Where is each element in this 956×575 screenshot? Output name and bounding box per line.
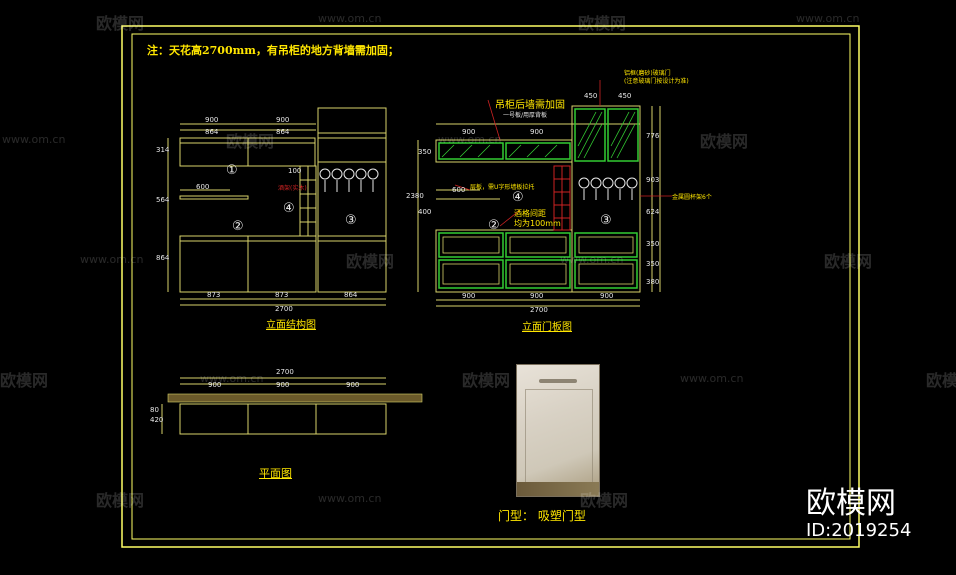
watermark-url: www.om.cn <box>2 133 66 146</box>
left-marker-1: ① <box>226 163 238 178</box>
plan-depth-1: 420 <box>150 416 164 424</box>
right-bottom-dim-1: 900 <box>462 292 476 300</box>
plan-title: 平面图 <box>259 467 292 480</box>
right-top-dim-4: 450 <box>618 92 632 100</box>
right-left-dim-1: 350 <box>418 148 432 156</box>
right-top-dim-2: 900 <box>530 128 544 136</box>
right-wine-rack <box>578 177 638 200</box>
right-total-dim: 2700 <box>530 306 548 314</box>
watermark-brand: 欧模网 <box>578 14 627 33</box>
right-note-wine2: 均为100mm <box>514 219 561 228</box>
plan-dim-3: 900 <box>346 381 360 389</box>
right-note-wine: 酒格间距 <box>514 209 546 218</box>
left-side-dim-1: 314 <box>156 146 170 154</box>
leader-lines <box>454 80 672 227</box>
left-elevation <box>167 107 387 306</box>
right-elevation-frame <box>417 105 661 307</box>
right-left-dim-2: 2380 <box>406 192 424 200</box>
plan-wall-hatch <box>167 393 423 403</box>
watermark-url: www.om.cn <box>796 12 860 25</box>
plan-view <box>161 377 387 435</box>
watermark-brand: 欧模网 <box>0 371 49 390</box>
left-side-dim-3: 864 <box>156 254 170 262</box>
door-handle <box>539 379 577 383</box>
left-bottom-dim-3: 864 <box>344 291 358 299</box>
watermark-brand: 欧模网 <box>462 371 511 390</box>
glass-hatching <box>441 111 636 159</box>
left-marker-2: ② <box>232 219 244 234</box>
door-panel <box>525 389 593 487</box>
watermark-url: www.om.cn <box>680 372 744 385</box>
watermark-brand: 欧模网 <box>96 491 145 510</box>
right-note-topright2: (注意玻璃门按设计为准) <box>624 78 689 85</box>
door-sample-photo <box>516 364 600 497</box>
left-marker-4: ④ <box>283 201 295 216</box>
right-right-dim-6: 380 <box>646 278 660 286</box>
right-left-dim-3: 400 <box>418 208 432 216</box>
corner-brand: 欧模网 <box>806 486 896 521</box>
right-elevation-title: 立面门板图 <box>522 322 572 333</box>
watermark-brand: 欧模网 <box>700 132 749 151</box>
watermark-url: www.om.cn <box>318 12 382 25</box>
plan-dim-2: 900 <box>276 381 290 389</box>
left-bottom-dim-1: 873 <box>207 291 221 299</box>
ceiling-note: 注：天花高2700mm，有吊柜的地方背墙需加固； <box>147 44 399 57</box>
watermark-brand: 欧模网 <box>346 252 395 271</box>
right-note-top-sub: 一号板/用厚背板 <box>503 112 548 119</box>
left-dim-100: 100 <box>288 167 302 175</box>
plan-depth-2: 80 <box>150 406 159 414</box>
left-marker-3: ③ <box>345 213 357 228</box>
right-door-inner-panels <box>442 236 634 285</box>
right-marker-3: ③ <box>600 213 612 228</box>
right-right-dim-4: 350 <box>646 240 660 248</box>
watermark-url: www.om.cn <box>80 253 144 266</box>
left-inner-dim-2: 864 <box>276 128 290 136</box>
outer-frame <box>121 25 860 548</box>
plan-dim-1: 900 <box>208 381 222 389</box>
right-note-mid: 层板，需U字形墙板拉托 <box>470 184 535 191</box>
watermark-brand: 欧模网 <box>824 252 873 271</box>
left-inner-dim-1: 864 <box>205 128 219 136</box>
right-right-dim-3: 624 <box>646 208 660 216</box>
right-right-dim-1: 776 <box>646 132 660 140</box>
right-marker-4: ④ <box>512 190 524 205</box>
right-top-dim-1: 900 <box>462 128 476 136</box>
left-total-dim: 2700 <box>275 305 293 313</box>
right-right-dim-2: 903 <box>646 176 660 184</box>
right-note-top: 吊柜后墙需加固 <box>495 100 565 111</box>
right-bottom-dim-3: 900 <box>600 292 614 300</box>
watermark-url: www.om.cn <box>560 253 624 266</box>
watermark-url: www.om.cn <box>318 492 382 505</box>
left-elevation-title: 立面结构图 <box>266 320 316 331</box>
left-wine-note: 酒架(实木) <box>278 185 307 192</box>
right-wine-grid <box>553 165 571 231</box>
watermark-url: www.om.cn <box>200 372 264 385</box>
watermark-brand: 欧模网 <box>226 132 275 151</box>
right-dim-600: 600 <box>452 186 466 194</box>
watermark-brand: 欧模网 <box>926 371 956 390</box>
right-bottom-dim-2: 900 <box>530 292 544 300</box>
watermark-brand: 欧模网 <box>580 491 629 510</box>
left-top-dim-2: 900 <box>276 116 290 124</box>
right-top-dim-3: 450 <box>584 92 598 100</box>
watermark-brand: 欧模网 <box>96 14 145 33</box>
right-right-dim-5: 350 <box>646 260 660 268</box>
left-wine-rack <box>319 168 379 192</box>
watermark-url: www.om.cn <box>438 133 502 146</box>
left-side-dim-2: 564 <box>156 196 170 204</box>
plan-total-dim: 2700 <box>276 368 294 376</box>
door-caption: 门型： 吸塑门型 <box>498 509 586 523</box>
left-bottom-dim-2: 873 <box>275 291 289 299</box>
corner-id: ID:2019254 <box>806 520 912 541</box>
left-dim-600: 600 <box>196 183 210 191</box>
left-top-dim-1: 900 <box>205 116 219 124</box>
right-elevation-doors <box>438 108 639 289</box>
right-marker-2: ② <box>488 218 500 233</box>
right-note-right: 金属圆杯架6个 <box>672 194 712 201</box>
floor-strip <box>517 482 599 496</box>
inner-frame <box>131 33 851 540</box>
right-note-topright: 铝框(磨砂)玻璃门 <box>624 70 671 77</box>
